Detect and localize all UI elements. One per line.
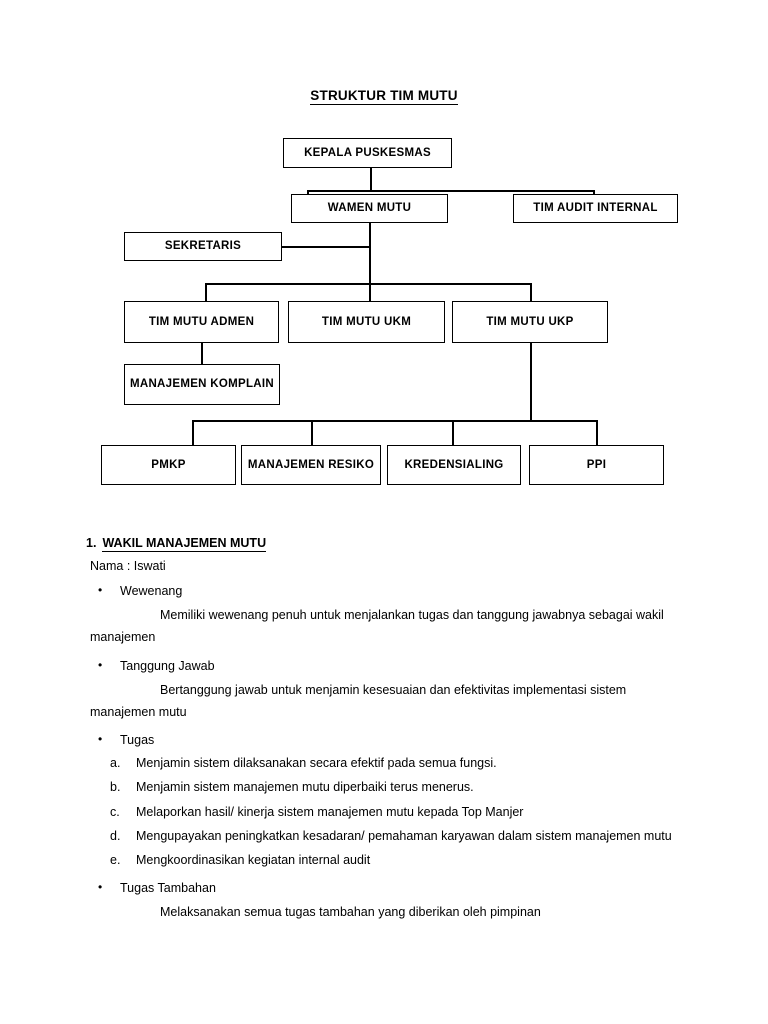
tugas-item-marker: b. xyxy=(110,780,121,795)
connector-ukm-up xyxy=(369,283,371,302)
tugas-item-marker: e. xyxy=(110,853,121,867)
tugas-list-item: e. Mengkoordinasikan kegiatan internal a… xyxy=(110,850,696,870)
org-node-manajemen-resiko[interactable]: MANAJEMEN RESIKO xyxy=(241,445,381,485)
org-node-label: MANAJEMEN RESIKO xyxy=(247,458,375,471)
org-node-tim-audit-internal[interactable]: TIM AUDIT INTERNAL xyxy=(513,194,678,223)
page-title: STRUKTUR TIM MUTU xyxy=(0,88,768,105)
connector-admen-up xyxy=(205,283,207,302)
section-body: 1. WAKIL MANAJEMEN MUTU Nama : Iswati Wew… xyxy=(0,536,768,927)
org-node-sekretaris[interactable]: SEKRETARIS xyxy=(124,232,282,261)
tugas-item-text: Menjamin sistem dilaksanakan secara efek… xyxy=(136,756,497,770)
bullet-tanggung-jawab-label: Tanggung Jawab xyxy=(120,658,215,673)
tugas-tambahan-paragraph: Melaksanakan semua tugas tambahan yang d… xyxy=(160,905,541,920)
org-node-tim-mutu-admen[interactable]: TIM MUTU ADMEN xyxy=(124,301,279,343)
section-heading-text: WAKIL MANAJEMEN MUTU xyxy=(102,536,267,552)
org-node-tim-mutu-ukp[interactable]: TIM MUTU UKP xyxy=(452,301,608,343)
tugas-item-marker: d. xyxy=(110,828,121,843)
tugas-item-marker: c. xyxy=(110,804,120,819)
org-node-ppi[interactable]: PPI xyxy=(529,445,664,485)
org-node-label: TIM AUDIT INTERNAL xyxy=(533,202,658,215)
connector-sekretaris xyxy=(281,246,371,248)
tugas-item-text: Mengupayakan peningkatkan kesadaran/ pem… xyxy=(136,828,672,843)
org-node-label: TIM MUTU UKP xyxy=(486,315,574,328)
org-node-label: TIM MUTU ADMEN xyxy=(148,315,255,328)
bullet-tugas-tambahan-label: Tugas Tambahan xyxy=(120,881,216,896)
tugas-item-text: Menjamin sistem manajemen mutu diperbaik… xyxy=(136,780,474,795)
tugas-list: a. Menjamin sistem dilaksanakan secara e… xyxy=(0,753,768,870)
section-number: 1. xyxy=(86,536,97,550)
org-node-label: SEKRETARIS xyxy=(164,240,242,253)
bullet-tugas-label: Tugas xyxy=(120,733,155,747)
page-title-text: STRUKTUR TIM MUTU xyxy=(310,88,458,105)
connector-kepala-bar xyxy=(307,190,595,192)
connector-pmkp-up xyxy=(192,420,194,445)
section-heading: 1. WAKIL MANAJEMEN MUTU xyxy=(86,536,768,552)
org-node-kredensialing[interactable]: KREDENSIALING xyxy=(387,445,521,485)
tugas-item-text: Mengkoordinasikan kegiatan internal audi… xyxy=(136,853,371,867)
org-node-label: TIM MUTU UKM xyxy=(321,315,412,328)
tugas-list-item: b. Menjamin sistem manajemen mutu diperb… xyxy=(110,777,696,797)
bullet-wewenang-label: Wewenang xyxy=(120,584,183,598)
tugas-list-item: a. Menjamin sistem dilaksanakan secara e… xyxy=(110,753,696,773)
tugas-item-text: Melaporkan hasil/ kinerja sistem manajem… xyxy=(136,804,524,819)
bullet-tugas: Tugas xyxy=(98,732,768,747)
connector-ukp-up xyxy=(530,283,532,302)
bullet-tanggung-jawab: Tanggung Jawab xyxy=(98,658,768,673)
org-node-label: PMKP xyxy=(151,458,186,471)
connector-ukp-down xyxy=(530,343,532,421)
connector-resiko-up xyxy=(311,420,313,445)
tanggung-jawab-paragraph: Bertanggung jawab untuk menjamin kesesua… xyxy=(90,682,627,719)
connector-ppi-up xyxy=(596,420,598,445)
connector-bottom-bar xyxy=(192,420,598,422)
org-node-manajemen-komplain[interactable]: MANAJEMEN KOMPLAIN xyxy=(124,364,280,405)
nama-line: Nama : Iswati xyxy=(90,559,166,573)
connector-kredensialing-up xyxy=(452,420,454,445)
org-node-label: KEPALA PUSKESMAS xyxy=(304,146,431,159)
connector-admen-komplain xyxy=(201,343,203,365)
connector-wamen-trunk xyxy=(369,222,371,284)
connector-kepala-down xyxy=(370,167,372,192)
tugas-list-item: c. Melaporkan hasil/ kinerja sistem mana… xyxy=(110,802,696,822)
org-node-tim-mutu-ukm[interactable]: TIM MUTU UKM xyxy=(288,301,445,343)
org-node-pmkp[interactable]: PMKP xyxy=(101,445,236,485)
org-chart: KEPALA PUSKESMAS WAMEN MUTU TIM AUDIT IN… xyxy=(101,138,678,485)
org-node-label: MANAJEMEN KOMPLAIN xyxy=(129,378,275,391)
org-node-label: WAMEN MUTU xyxy=(327,202,412,215)
org-node-wamen-mutu[interactable]: WAMEN MUTU xyxy=(291,194,448,223)
org-node-label: PPI xyxy=(586,458,607,471)
bullet-tugas-tambahan: Tugas Tambahan xyxy=(98,880,768,896)
connector-tim-mutu-bar xyxy=(205,283,532,285)
wewenang-paragraph: Memiliki wewenang penuh untuk menjalanka… xyxy=(90,608,664,645)
org-node-kepala-puskesmas[interactable]: KEPALA PUSKESMAS xyxy=(283,138,452,168)
tugas-item-marker: a. xyxy=(110,756,121,770)
tugas-list-item: d. Mengupayakan peningkatkan kesadaran/ … xyxy=(110,826,696,846)
org-node-label: KREDENSIALING xyxy=(404,458,504,471)
bullet-wewenang: Wewenang xyxy=(98,583,768,598)
